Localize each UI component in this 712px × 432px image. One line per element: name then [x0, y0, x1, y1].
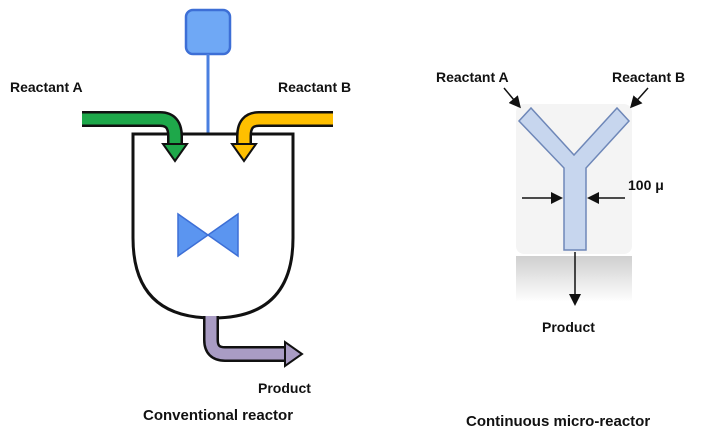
right-reactant-b-label: Reactant B [612, 69, 685, 85]
left-reactant-b-label: Reactant B [278, 79, 351, 95]
conventional-reactor: Reactant A Reactant B Product Convention… [10, 8, 351, 424]
impeller-icon [177, 212, 239, 258]
reactant-a-arrowhead [161, 143, 189, 163]
micro-reactor-caption: Continuous micro-reactor [466, 413, 650, 430]
left-product-label: Product [258, 380, 311, 396]
product-pipe [203, 316, 287, 362]
reactant-b-arrowhead [230, 143, 258, 163]
y-channel [517, 106, 631, 251]
right-reactant-a-label: Reactant A [436, 69, 509, 85]
right-product-label: Product [542, 319, 595, 335]
micro-reactor: Reactant A Reactant B 100 μ Product Cont… [436, 69, 685, 430]
channel-width-label: 100 μ [628, 177, 664, 193]
reactant-b-inlet-arrow [630, 87, 649, 109]
reactant-a-inlet-arrow [503, 87, 521, 109]
motor-icon [184, 8, 232, 56]
product-arrowhead [284, 340, 304, 368]
reactor-vessel [131, 132, 295, 320]
conventional-reactor-caption: Conventional reactor [143, 407, 293, 424]
chip-reflection [516, 256, 632, 302]
left-reactant-a-label: Reactant A [10, 79, 83, 95]
